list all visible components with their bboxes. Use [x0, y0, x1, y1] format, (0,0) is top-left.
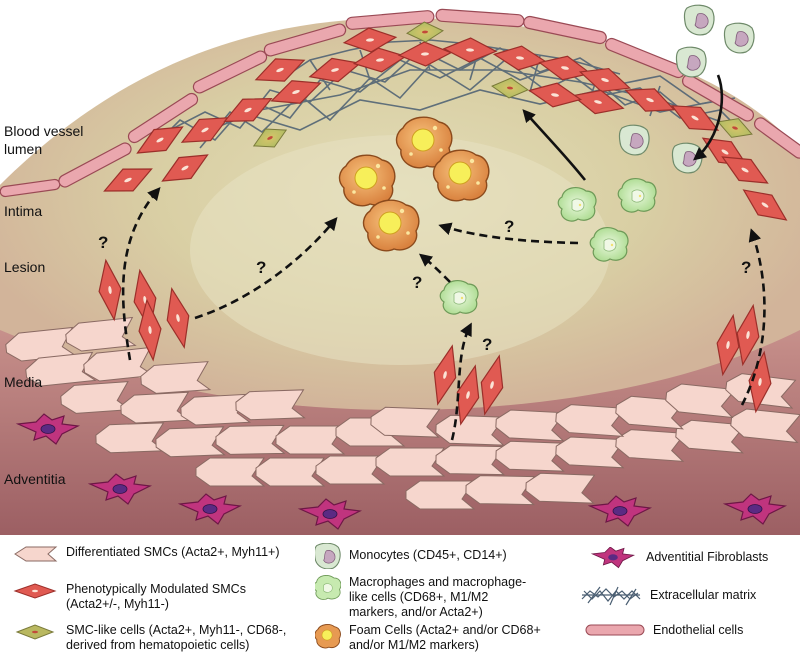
legend-foam-line2: and/or M1/M2 markers)	[349, 638, 479, 652]
legend-foam-line1: Foam Cells (Acta2+ and/or CD68+	[349, 623, 541, 637]
legend-ecm-label: Extracellular matrix	[650, 588, 757, 602]
legend-ecm: Extracellular matrix	[580, 585, 756, 607]
label-intima: Intima	[4, 203, 42, 219]
arrow-media-to-macrophage	[450, 322, 472, 441]
legend-fibroblasts-label: Adventitial Fibroblasts	[646, 550, 769, 564]
atherosclerosis-lesion-diagram: ? ? ? ? ? ? Blood vessel lumen Intima Le…	[0, 0, 800, 535]
arrow-media-to-intima-right	[740, 228, 766, 406]
legend-foam-cells: Foam Cells (Acta2+ and/or CD68+ and/or M…	[315, 623, 541, 653]
legend-endothelial-label: Endothelial cells	[653, 623, 744, 637]
extracellular-matrix-icon	[581, 586, 641, 606]
modulated-smc-icon	[13, 583, 57, 599]
arrows	[121, 74, 766, 441]
label-blood-vessel: Blood vessel	[4, 123, 83, 139]
legend-modulated-smc-line1: Phenotypically Modulated SMCs	[66, 582, 246, 596]
arrow-macrophage-to-intima	[522, 109, 587, 181]
endothelium-layer	[0, 8, 800, 198]
legend-differentiated-smc-label: Differentiated SMCs (Acta2+, Myh11+)	[66, 545, 280, 559]
label-lesion: Lesion	[4, 259, 45, 275]
monocyte-icon	[315, 543, 341, 569]
arrow-macrophage-cluster-to-foam	[438, 222, 579, 245]
label-adventitia: Adventitia	[4, 471, 66, 487]
label-media: Media	[4, 374, 42, 390]
legend-macrophages-line1: Macrophages and macrophage-	[349, 575, 527, 589]
legend-macrophages-line2: like cells (CD68+, M1/M2	[349, 590, 489, 604]
legend-monocytes-label: Monocytes (CD45+, CD14+)	[349, 548, 507, 562]
fibroblast-icon	[590, 547, 636, 569]
arrow-modulated-to-foam-left	[194, 217, 338, 320]
legend-modulated-smc: Phenotypically Modulated SMCs (Acta2+/-,…	[12, 582, 246, 612]
question-mark-right: ?	[741, 258, 751, 277]
legend-macrophages: Macrophages and macrophage- like cells (…	[315, 575, 526, 620]
question-mark-center: ?	[412, 273, 422, 292]
question-mark-media: ?	[482, 335, 492, 354]
arrow-monocyte-entry	[692, 74, 724, 161]
arrow-macrophage-to-foam	[418, 253, 451, 283]
arrow-media-to-intima-left	[121, 187, 161, 361]
legend-monocytes: Monocytes (CD45+, CD14+)	[315, 543, 507, 569]
foam-cell-icon	[315, 624, 341, 649]
legend-smc-like-line2: derived from hematopoietic cells)	[66, 638, 250, 652]
smc-like-cell-icon	[15, 624, 55, 640]
legend-smc-like-line1: SMC-like cells (Acta2+, Myh11-, CD68-,	[66, 623, 287, 637]
legend-endothelial: Endothelial cells	[585, 623, 743, 638]
legend-fibroblasts: Adventitial Fibroblasts	[588, 547, 768, 569]
legend-macrophages-line3: markers, and/or Acta2+)	[349, 605, 483, 619]
label-lumen: lumen	[4, 141, 42, 157]
legend-smc-like: SMC-like cells (Acta2+, Myh11-, CD68-, d…	[12, 623, 286, 653]
legend-differentiated-smc: Differentiated SMCs (Acta2+, Myh11+)	[12, 545, 280, 563]
question-mark-right-center: ?	[504, 217, 514, 236]
legend: Differentiated SMCs (Acta2+, Myh11+) Phe…	[0, 535, 800, 660]
differentiated-smc-icon	[14, 546, 58, 562]
question-mark-center-left: ?	[256, 258, 266, 277]
question-mark-left: ?	[98, 233, 108, 252]
legend-modulated-smc-line2: (Acta2+/-, Myh11-)	[66, 597, 169, 611]
macrophage-icon	[315, 575, 341, 601]
endothelial-cell-icon	[585, 624, 645, 636]
vessel-lumen	[0, 0, 800, 185]
